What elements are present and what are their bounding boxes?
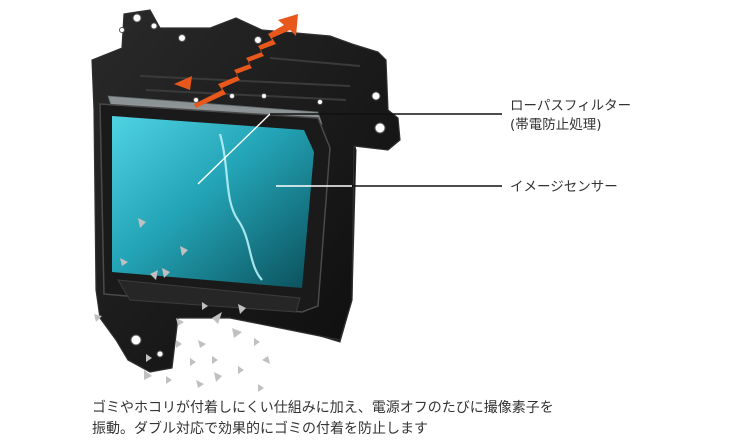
sensor-highlight — [218, 133, 263, 281]
sensor-mount — [117, 279, 301, 313]
caption-line-2: 振動。ダブル対応で効果的にゴミの付着を防止します — [92, 421, 428, 437]
leader-line-low-pass-filter — [197, 113, 271, 185]
image-sensor-label: イメージセンサー — [510, 179, 618, 195]
image-sensor-surface — [112, 116, 314, 288]
low-pass-filter-note: (帯電防止処理) — [510, 117, 602, 133]
caption-line-1: ゴミやホコリが付着しにくい仕組みに加え、電源オフのたびに撮像素子を — [92, 400, 554, 416]
vibration-arrow-icon — [174, 14, 298, 108]
dust-particles — [94, 218, 270, 392]
low-pass-filter-label: ローパスフィルター — [510, 98, 632, 114]
screw-holes — [119, 13, 386, 358]
